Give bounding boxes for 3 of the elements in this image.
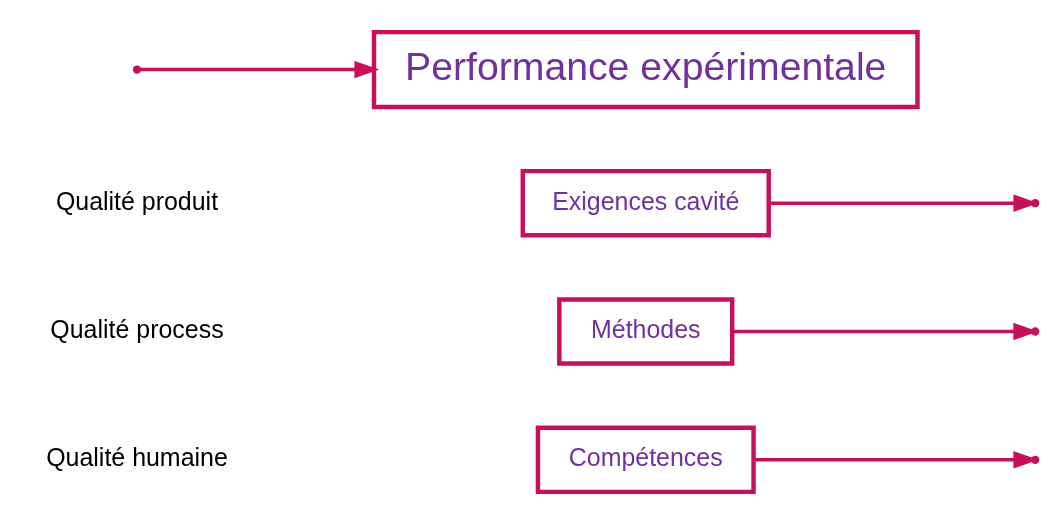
label: Qualité produit <box>55 186 219 215</box>
label: Qualité humaine <box>46 442 228 471</box>
label: Qualité process <box>50 314 224 343</box>
